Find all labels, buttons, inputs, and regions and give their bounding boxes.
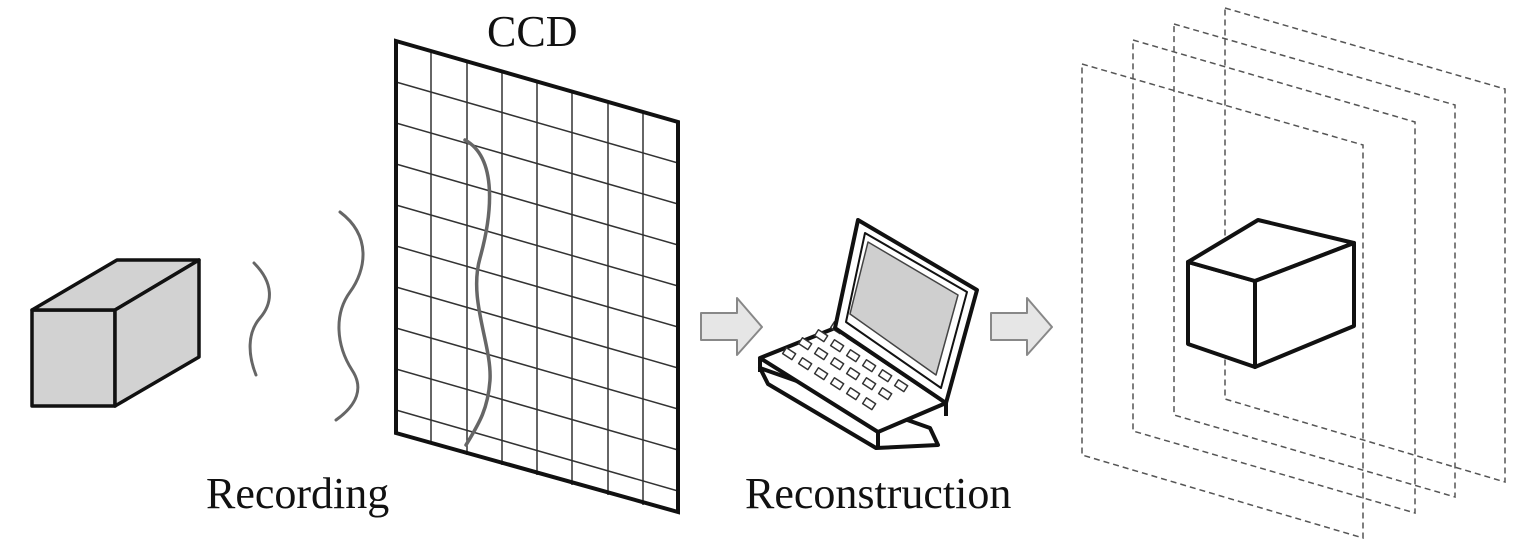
reconstruction-label: Reconstruction bbox=[745, 469, 1012, 518]
object-wave-icon bbox=[248, 210, 365, 422]
object-box-icon bbox=[30, 258, 201, 408]
ccd-grid-icon bbox=[394, 38, 680, 515]
right-arrow-icon bbox=[990, 297, 1053, 356]
right-arrow-icon bbox=[700, 297, 763, 356]
ccd-label: CCD bbox=[487, 7, 578, 56]
laptop-icon bbox=[758, 218, 979, 450]
recording-label: Recording bbox=[206, 469, 390, 518]
reconstructed-cube-icon bbox=[1186, 218, 1356, 369]
reconstructed-planes-icon bbox=[1081, 7, 1506, 540]
